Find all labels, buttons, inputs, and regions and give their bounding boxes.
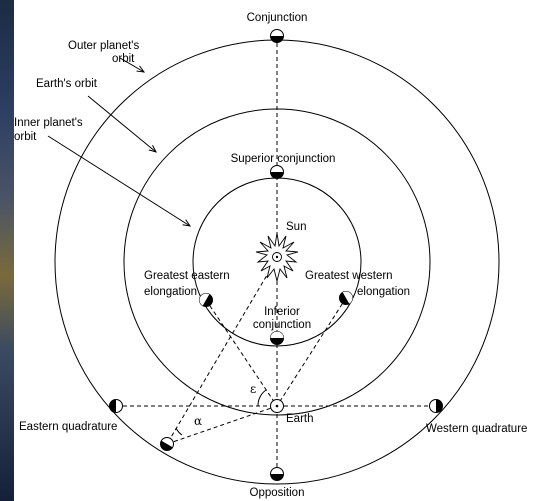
planet-conjunction bbox=[270, 29, 284, 43]
eastern-elongation-sightline bbox=[205, 299, 278, 407]
planet-superior-conjunction bbox=[270, 165, 284, 179]
label-sun: Sun bbox=[286, 221, 306, 233]
label-outer-orbit-line2: orbit bbox=[112, 53, 135, 65]
label-earth-orbit: Earth's orbit bbox=[36, 78, 98, 90]
label-superior-conjunction: Superior conjunction bbox=[231, 153, 336, 165]
label-inner-orbit-line2: orbit bbox=[14, 131, 37, 143]
earth-marker bbox=[270, 399, 284, 413]
planet-greatest-western-elongation bbox=[339, 291, 353, 305]
label-outer-orbit-line1: Outer planet's bbox=[68, 40, 139, 52]
planet-opposition bbox=[270, 467, 284, 481]
planet-eastern-quadrature bbox=[109, 399, 123, 413]
label-eastern-quadrature: Eastern quadrature bbox=[19, 421, 117, 433]
label-greatest-western-line2: elongation bbox=[357, 286, 410, 298]
label-epsilon: ε bbox=[250, 382, 256, 396]
label-inferior-line1: Inferior bbox=[264, 306, 300, 318]
label-earth: Earth bbox=[286, 413, 314, 425]
earth-orbit-pointer bbox=[87, 95, 156, 152]
western-elongation-sightline bbox=[276, 297, 347, 407]
planet-greatest-eastern-elongation bbox=[199, 293, 213, 307]
sun-icon bbox=[255, 232, 299, 282]
label-inferior-line2: conjunction bbox=[253, 319, 311, 331]
label-greatest-eastern-line2: elongation bbox=[144, 286, 197, 298]
alpha-angle-arc bbox=[175, 427, 183, 436]
background-image-strip bbox=[0, 0, 14, 501]
earth-to-outer-planet-line bbox=[166, 405, 278, 445]
label-greatest-western-line1: Greatest western bbox=[305, 270, 393, 282]
planet-inferior-conjunction bbox=[270, 331, 284, 345]
epsilon-angle-arc bbox=[257, 389, 267, 407]
planet-outer-elongation bbox=[160, 437, 174, 451]
outer-orbit-pointer bbox=[119, 57, 144, 72]
label-inner-orbit-line1: Inner planet's bbox=[14, 117, 83, 129]
label-western-quadrature: Western quadrature bbox=[426, 423, 527, 435]
label-alpha: α bbox=[194, 414, 202, 428]
planet-western-quadrature bbox=[429, 399, 443, 413]
inner-orbit-pointer bbox=[47, 135, 190, 226]
label-conjunction: Conjunction bbox=[247, 12, 308, 24]
label-greatest-eastern-line1: Greatest eastern bbox=[144, 270, 230, 282]
label-opposition: Opposition bbox=[250, 487, 305, 499]
sun-to-outer-planet-line bbox=[166, 269, 271, 445]
